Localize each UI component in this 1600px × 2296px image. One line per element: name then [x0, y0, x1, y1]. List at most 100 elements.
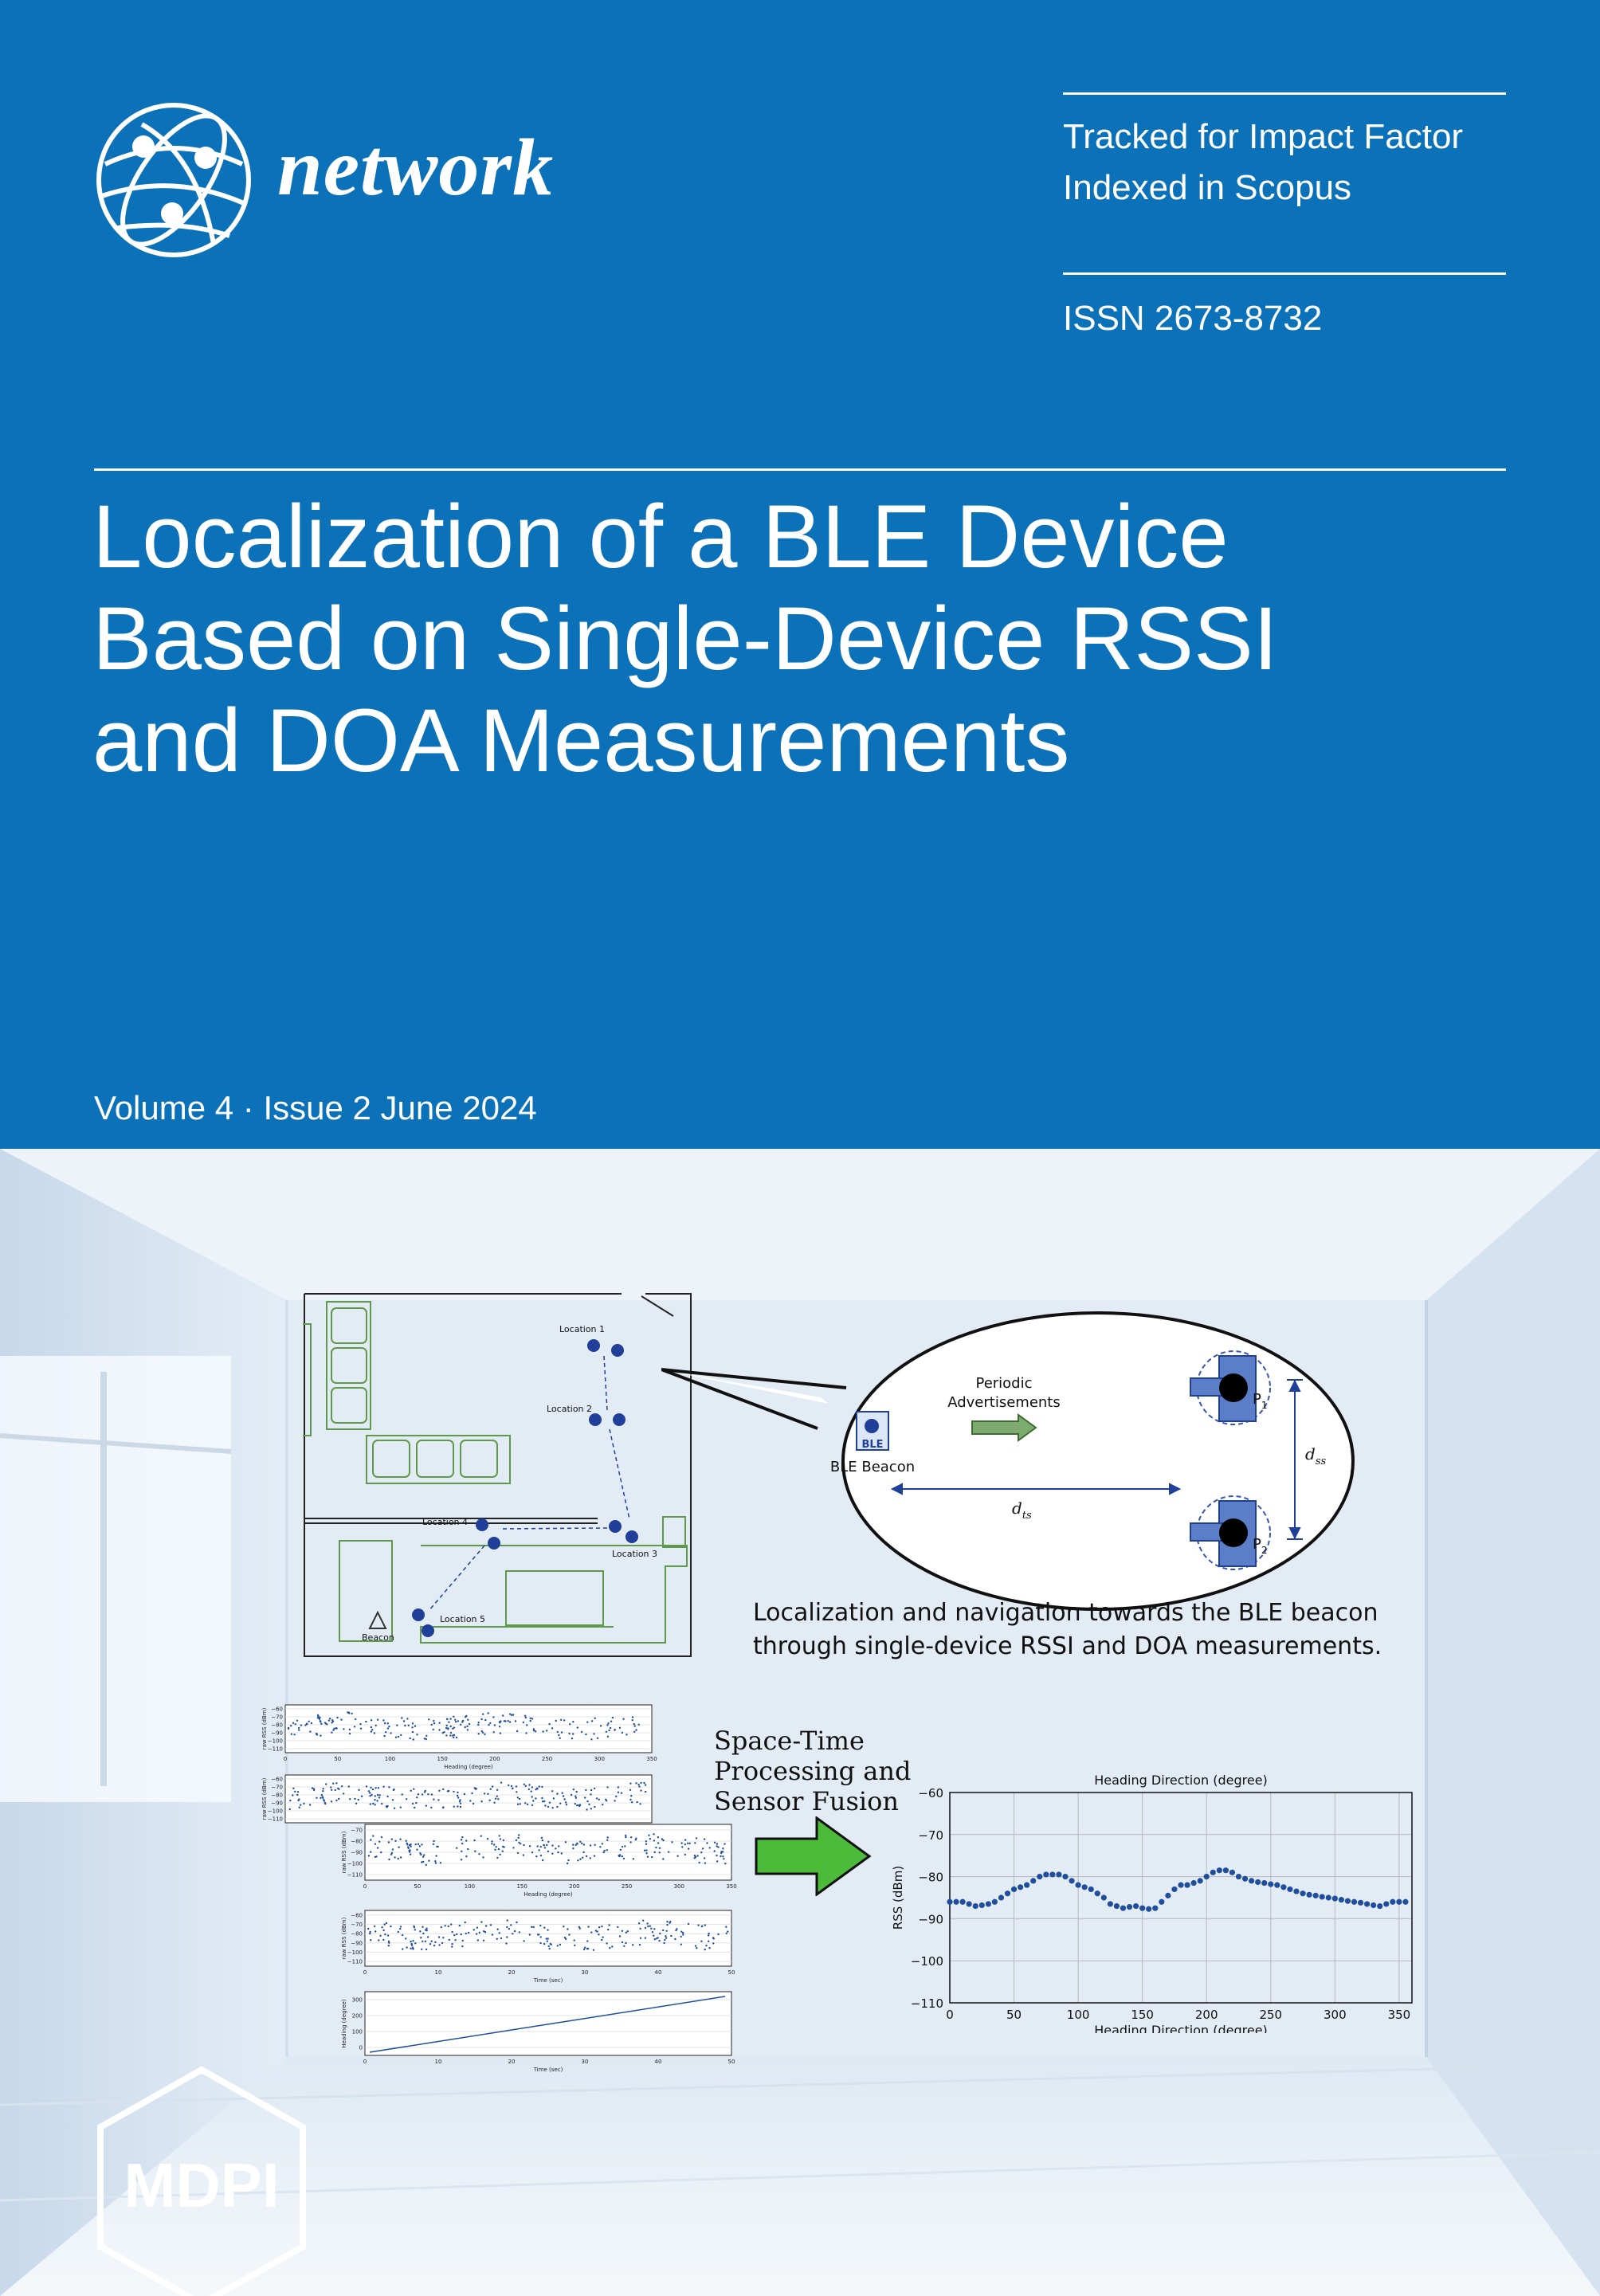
raw-point — [348, 1732, 351, 1735]
raw-point — [635, 1782, 637, 1785]
location-4-label: Location 4 — [422, 1517, 468, 1527]
raw-point — [510, 1924, 512, 1926]
raw-point — [390, 1853, 393, 1855]
raw-point — [409, 1849, 411, 1852]
raw-point — [622, 1857, 625, 1860]
raw-point — [722, 1851, 724, 1853]
raw-point — [568, 1732, 571, 1735]
raw-point — [380, 1851, 382, 1854]
raw-point — [629, 1798, 632, 1801]
raw-point — [449, 1718, 452, 1720]
raw-point — [563, 1719, 566, 1722]
y-tick-label: −70 — [918, 1828, 943, 1843]
raw-point — [496, 1928, 499, 1930]
raw-point — [507, 1720, 509, 1722]
raw-point — [432, 1728, 434, 1731]
raw-point — [445, 1724, 448, 1727]
raw-point — [484, 1733, 486, 1736]
raw-point — [449, 1725, 452, 1728]
raw-point — [405, 1840, 407, 1842]
raw-point — [661, 1838, 664, 1840]
raw-point — [653, 1833, 655, 1836]
raw-point — [465, 1855, 468, 1858]
raw-point — [532, 1800, 535, 1802]
title-line-1: Localization of a BLE Device — [92, 487, 1229, 586]
raw-point — [378, 1796, 381, 1799]
raw-point — [529, 1717, 531, 1719]
raw-point — [551, 1852, 554, 1855]
raw-point — [495, 1846, 497, 1848]
raw-point — [474, 1850, 476, 1852]
raw-point — [586, 1940, 589, 1942]
raw-point — [320, 1722, 323, 1726]
raw-point — [478, 1853, 480, 1855]
raw-point — [633, 1722, 635, 1726]
raw-x-tick: 40 — [655, 2059, 662, 2065]
raw-point — [631, 1801, 633, 1804]
raw-point — [680, 1930, 683, 1933]
raw-point — [425, 1734, 428, 1737]
raw-point — [379, 1934, 382, 1937]
raw-point — [420, 1853, 422, 1856]
raw-point — [575, 1795, 577, 1797]
raw-point — [664, 1938, 666, 1941]
raw-point — [439, 1862, 442, 1864]
raw-point — [712, 1942, 715, 1945]
raw-point — [602, 1851, 605, 1854]
raw-point — [412, 1940, 414, 1942]
raw-point — [421, 1948, 423, 1950]
raw-point — [556, 1793, 559, 1795]
raw-x-tick: 30 — [582, 1969, 589, 1976]
raw-point — [406, 1843, 409, 1846]
raw-point — [487, 1793, 489, 1795]
raw-point — [607, 1722, 610, 1725]
process-line-3: Sensor Fusion — [714, 1786, 899, 1816]
raw-y-tick: −80 — [351, 1931, 363, 1937]
ble-beacon-icon: BLE — [856, 1411, 889, 1451]
raw-point — [402, 1948, 404, 1950]
data-point — [1139, 1905, 1146, 1911]
raw-point — [638, 1943, 641, 1946]
raw-point — [546, 1940, 548, 1942]
raw-point — [578, 1927, 581, 1930]
raw-point — [676, 1855, 679, 1857]
raw-point — [648, 1834, 650, 1836]
raw-point — [510, 1714, 513, 1716]
process-line-1: Space-Time — [714, 1726, 865, 1756]
raw-point — [598, 1798, 600, 1800]
raw-point — [621, 1855, 623, 1858]
raw-point — [401, 1793, 403, 1796]
raw-point — [412, 1948, 414, 1950]
raw-point — [287, 1726, 290, 1730]
y-tick-label: −90 — [918, 1912, 943, 1926]
raw-point — [590, 1931, 593, 1934]
raw-point — [316, 1717, 320, 1719]
raw-point — [579, 1858, 582, 1860]
raw-x-tick: 0 — [363, 1969, 367, 1976]
raw-point — [625, 1734, 628, 1736]
raw-point — [506, 1936, 508, 1938]
raw-point — [370, 1851, 372, 1853]
raw-x-tick: 200 — [489, 1756, 500, 1762]
raw-point — [608, 1924, 610, 1926]
raw-point — [543, 1847, 547, 1849]
raw-point — [535, 1797, 537, 1800]
raw-y-tick: −110 — [347, 1872, 363, 1879]
raw-point — [484, 1931, 487, 1934]
raw-point — [452, 1727, 454, 1730]
raw-point — [471, 1792, 473, 1795]
data-point — [1229, 1869, 1236, 1875]
raw-point — [684, 1839, 687, 1841]
raw-point — [457, 1720, 459, 1722]
raw-point — [582, 1856, 584, 1859]
raw-point — [696, 1947, 698, 1949]
raw-point — [539, 1936, 542, 1938]
raw-point — [401, 1717, 403, 1719]
raw-point — [541, 1796, 543, 1800]
raw-point — [456, 1794, 459, 1797]
data-point — [1107, 1901, 1113, 1907]
raw-point — [415, 1801, 418, 1804]
raw-point — [637, 1783, 640, 1786]
